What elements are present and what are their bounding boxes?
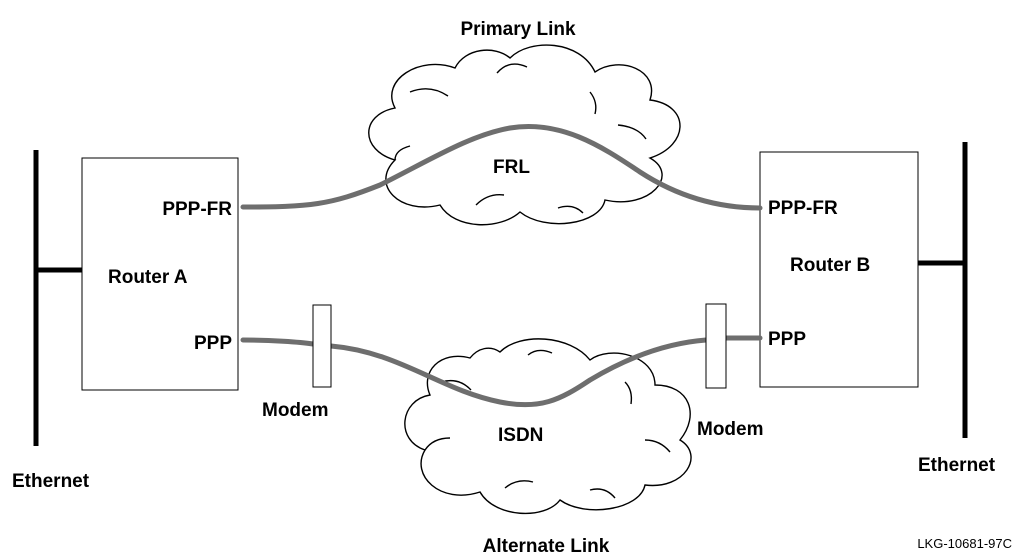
router-b-box — [759, 151, 919, 388]
alternate-link-line-mid — [328, 337, 709, 408]
router-b-port-bottom: PPP — [768, 329, 806, 350]
primary-cloud-label: FRL — [493, 157, 530, 178]
modem-a-label: Modem — [262, 400, 329, 421]
router-b-name: Router B — [790, 255, 870, 276]
modem-b-label: Modem — [697, 419, 764, 440]
router-a-port-top: PPP-FR — [162, 199, 232, 220]
alternate-link-title: Alternate Link — [483, 536, 610, 555]
modem-b-box — [705, 303, 727, 389]
ethernet-left-label: Ethernet — [12, 471, 90, 492]
modem-a-box — [312, 304, 332, 388]
figure-id: LKG-10681-97C — [917, 536, 1012, 551]
ethernet-right-label: Ethernet — [918, 455, 996, 476]
alternate-cloud-label: ISDN — [498, 425, 543, 446]
alternate-link-line-left — [240, 337, 316, 347]
alternate-cloud — [404, 338, 692, 515]
router-b-port-top: PPP-FR — [768, 198, 838, 219]
primary-link-title: Primary Link — [460, 19, 576, 40]
primary-link-line — [240, 124, 763, 211]
router-a-port-bottom: PPP — [194, 333, 232, 354]
router-a-box — [81, 157, 239, 391]
router-a-name: Router A — [108, 267, 188, 288]
primary-cloud — [368, 44, 681, 226]
